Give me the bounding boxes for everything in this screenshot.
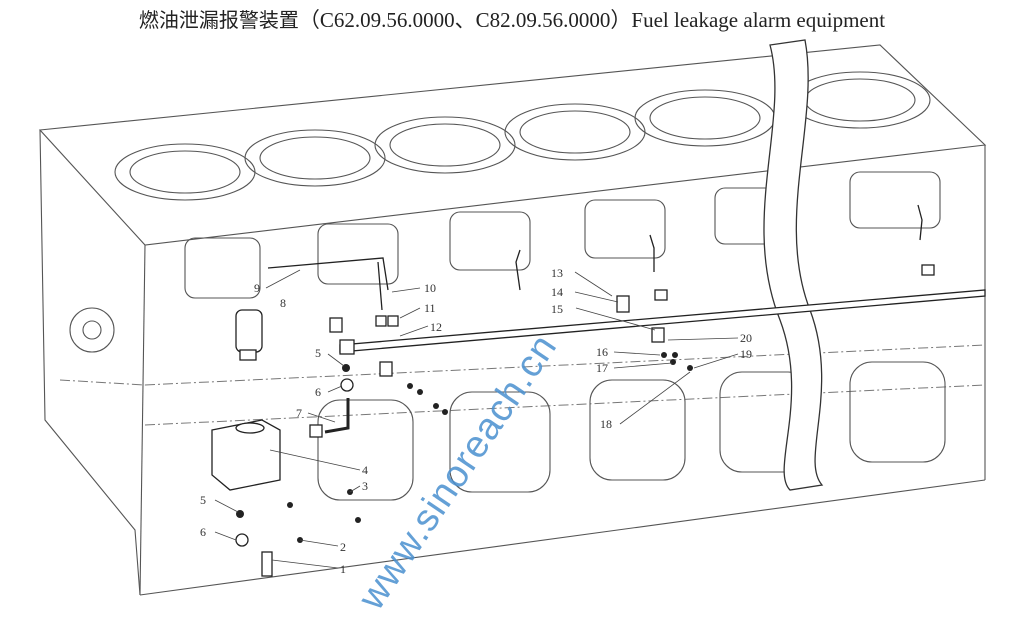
callout-5-upper: 5 [315, 346, 321, 360]
callout-3: 3 [362, 479, 368, 493]
callout-14: 14 [551, 285, 563, 299]
diagram-title: 燃油泄漏报警装置（C62.09.56.0000、C82.09.56.0000）F… [0, 4, 1024, 34]
callout-17: 17 [596, 361, 608, 375]
callout-1: 1 [340, 562, 346, 576]
callout-16: 16 [596, 345, 608, 359]
engine-block [38, 39, 987, 596]
callout-6-upper: 6 [315, 385, 321, 399]
callout-13: 13 [551, 266, 563, 280]
callout-4: 4 [362, 463, 368, 477]
callout-10: 10 [424, 281, 436, 295]
leak-tank [211, 419, 281, 491]
callout-6-lower: 6 [200, 525, 206, 539]
break-line [763, 39, 824, 491]
alarm-sensor [235, 309, 263, 353]
upper-windows [184, 171, 941, 299]
fuel-leak-parts [211, 204, 986, 577]
callout-5-lower: 5 [200, 493, 206, 507]
callout-19: 19 [740, 347, 752, 361]
title-codes: （C62.09.56.0000、C82.09.56.0000） [298, 8, 632, 32]
callout-15: 15 [551, 302, 563, 316]
callout-2: 2 [340, 540, 346, 554]
callout-labels: 9 8 10 11 12 13 14 15 20 19 16 17 18 5 6… [200, 266, 752, 576]
callout-7: 7 [296, 406, 302, 420]
callout-8: 8 [280, 296, 286, 310]
leader-lines [214, 269, 739, 569]
callout-9: 9 [254, 281, 260, 295]
callout-12: 12 [430, 320, 442, 334]
callout-11: 11 [424, 301, 436, 315]
callout-20: 20 [740, 331, 752, 345]
title-chinese: 燃油泄漏报警装置 [138, 8, 299, 32]
title-english: Fuel leakage alarm equipment [631, 8, 886, 32]
callout-18: 18 [600, 417, 612, 431]
